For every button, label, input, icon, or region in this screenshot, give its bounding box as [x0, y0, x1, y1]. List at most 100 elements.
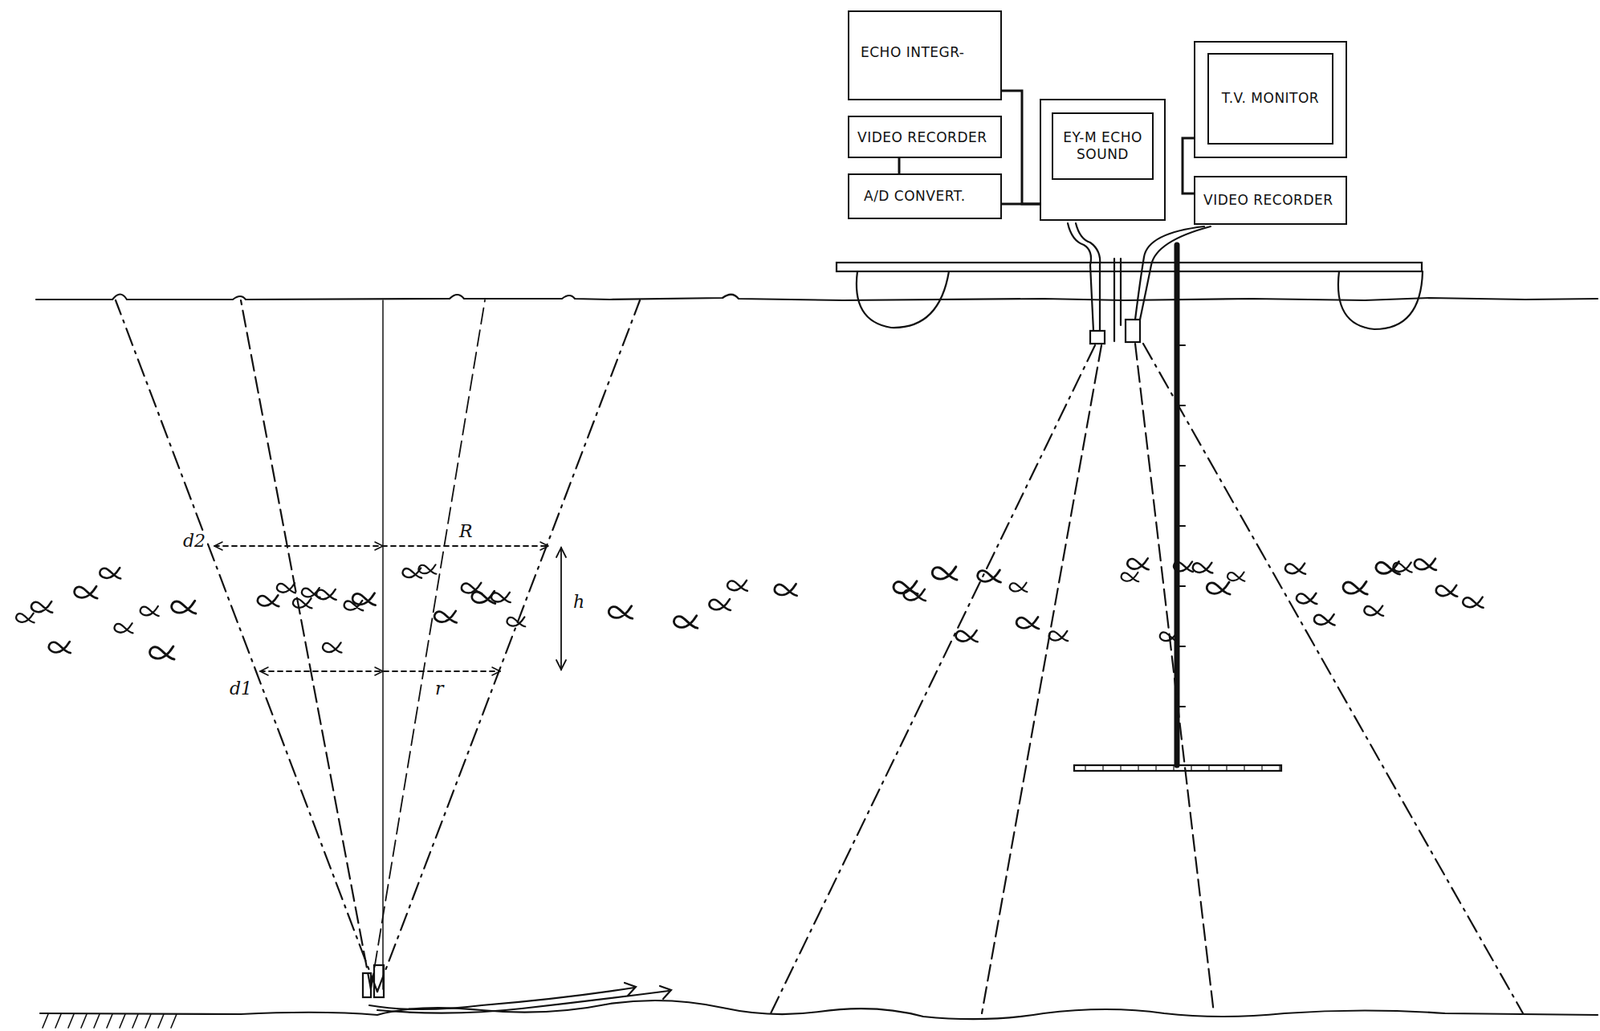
distance-label: d2	[181, 531, 208, 551]
fish-symbol	[709, 598, 731, 611]
pipe	[1113, 258, 1116, 342]
fish-symbol	[1009, 582, 1028, 592]
crossbar-tick	[1085, 765, 1280, 771]
ground-hatching	[55, 1013, 62, 1028]
upward-transducer	[374, 964, 384, 998]
ground-hatching	[68, 1013, 74, 1028]
ground-hatching	[158, 1013, 164, 1028]
fish-symbol	[1363, 605, 1384, 615]
fish-symbol	[150, 646, 175, 660]
pole-tick	[1176, 585, 1185, 587]
fish-symbol	[48, 641, 71, 653]
seabed	[40, 1000, 1598, 1019]
raft-platform	[836, 262, 1422, 272]
fish-symbol	[727, 580, 748, 591]
ground-hatching	[106, 1013, 113, 1028]
fish-symbol	[1296, 593, 1317, 604]
camera-view	[981, 345, 1102, 1014]
distance-label: d1	[227, 679, 254, 699]
cable	[1135, 226, 1205, 320]
cable	[1075, 223, 1100, 331]
fish-symbol	[114, 622, 134, 633]
camera-view	[240, 300, 485, 990]
fish-symbol	[74, 586, 98, 599]
ground-hatching	[93, 1013, 100, 1028]
crossbar-tick	[1208, 765, 1210, 771]
fish-symbol	[1192, 562, 1214, 574]
equipment-label: ECHO INTEGR-	[860, 44, 993, 62]
pole-tick	[1176, 525, 1185, 527]
cable-connector	[1001, 203, 1040, 206]
dimension-arrow	[556, 547, 566, 670]
fish-symbol	[293, 598, 312, 608]
float	[856, 271, 949, 328]
fish-symbol	[16, 613, 34, 623]
pole-tick	[1176, 344, 1185, 347]
fish-symbol	[1414, 558, 1437, 570]
fish-symbol	[608, 606, 632, 619]
fish-symbol	[1121, 572, 1140, 582]
fish-symbol	[673, 615, 697, 628]
fish-symbol	[171, 600, 196, 614]
ground-hatching	[170, 1013, 177, 1028]
ground-hatching	[119, 1013, 126, 1028]
pole-tick	[1176, 645, 1185, 648]
crossbar-tick	[1137, 765, 1139, 771]
acoustic-beam	[770, 345, 1096, 1014]
equipment-label: A/D CONVERT.	[863, 187, 994, 205]
float	[1338, 271, 1423, 330]
crossbar-tick	[1084, 765, 1086, 771]
crossbar-tick	[1225, 765, 1227, 771]
fish-symbol	[352, 593, 376, 606]
crossbar-tick	[1261, 765, 1263, 771]
fish-symbol	[276, 582, 296, 593]
fish-symbol	[1436, 585, 1458, 597]
fish-symbol	[1160, 631, 1179, 642]
fish-symbol	[434, 610, 456, 623]
crossbar-tick	[1190, 765, 1192, 771]
crossbar-tick	[1243, 765, 1245, 771]
fish-symbol	[507, 616, 526, 627]
display-panel: EY-M ECHO SOUND	[1051, 112, 1154, 180]
acoustic-beam	[115, 300, 640, 992]
equipment-box: A/D CONVERT.	[847, 173, 1002, 220]
fish-symbol	[1343, 581, 1368, 595]
equipment-box: VIDEO RECORDER	[1193, 175, 1348, 225]
crossbar-tick	[1172, 765, 1174, 771]
equipment-label: EY-M ECHO SOUND	[1058, 129, 1148, 164]
crossbar-tick	[1155, 765, 1157, 771]
fish-symbol	[491, 592, 511, 603]
transducer	[1090, 330, 1105, 344]
fish-symbol	[16, 557, 1483, 660]
water-surface	[36, 294, 1598, 302]
camera-view	[1135, 343, 1214, 1014]
pole-tick	[1176, 464, 1185, 467]
crossbar	[1074, 765, 1282, 771]
ground-hatching	[132, 1013, 139, 1028]
fish-symbol	[322, 642, 342, 652]
fish-symbol	[1462, 597, 1483, 608]
fish-symbol	[1016, 616, 1039, 629]
fish-symbol	[1285, 563, 1306, 575]
dimension-label: h	[571, 592, 587, 612]
ground-hatching	[42, 1013, 177, 1028]
fish-symbol	[99, 567, 121, 579]
pipe	[1119, 258, 1122, 326]
fish-symbol	[257, 594, 279, 607]
fish-symbol	[1173, 561, 1193, 572]
ground-hatching	[145, 1013, 151, 1028]
equipment-label: VIDEO RECORDER	[857, 129, 994, 147]
equipment-box: ECHO INTEGR-	[847, 10, 1002, 101]
fish-symbol	[1127, 557, 1149, 570]
crossbar-tick	[1102, 765, 1104, 771]
cable	[377, 990, 669, 1014]
fish-symbol	[977, 569, 1002, 583]
fish-symbol	[1049, 631, 1068, 641]
fish-symbol	[774, 583, 798, 596]
cable-connector	[898, 158, 901, 174]
equipment-box: EY-M ECHO SOUND	[1039, 98, 1166, 221]
fish-symbol	[903, 589, 926, 601]
equipment-label: T.V. MONITOR	[1221, 89, 1320, 107]
ground-hatching	[81, 1013, 87, 1028]
